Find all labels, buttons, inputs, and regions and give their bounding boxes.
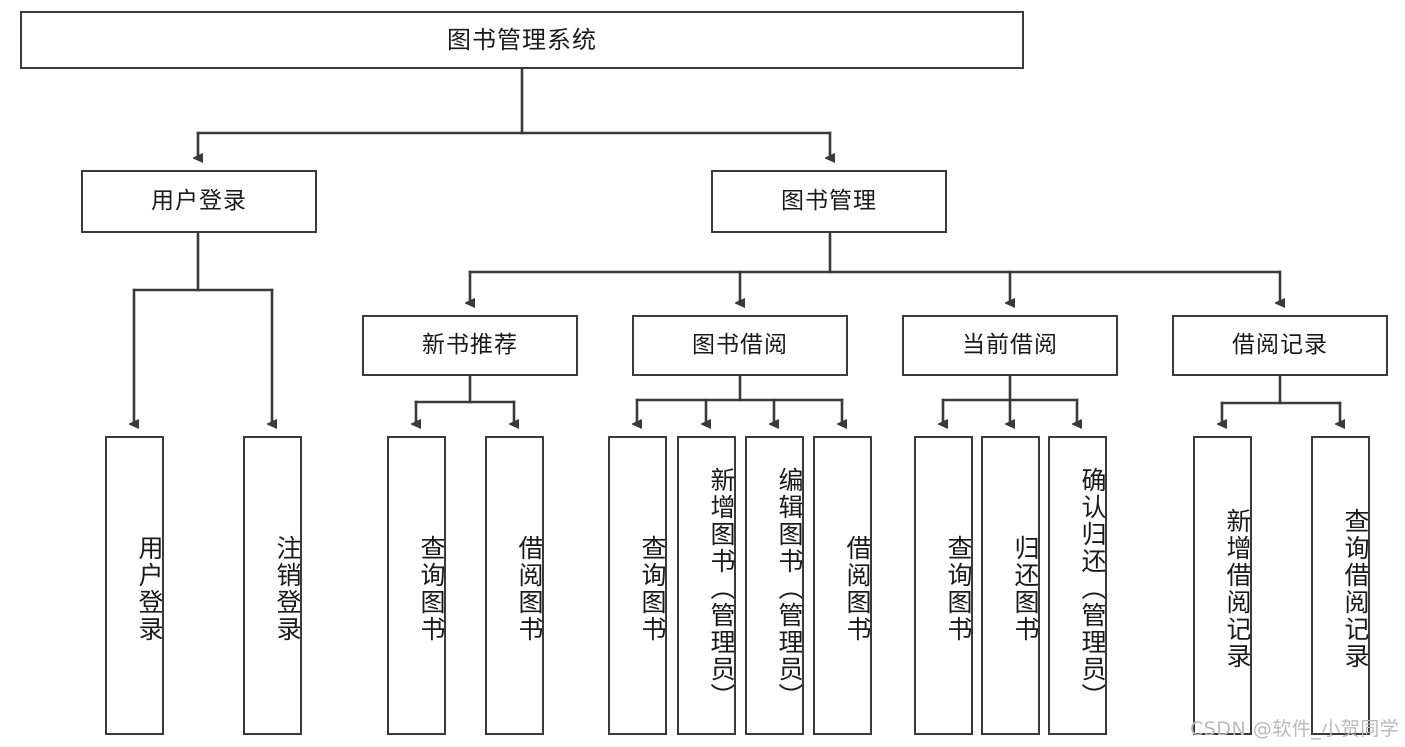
leaf-book-borrow-edit-book-admin[interactable]: 编辑图书（管理员）: [745, 436, 804, 735]
node-book-management[interactable]: 图书管理: [711, 170, 947, 233]
node-label: 查询图书: [944, 534, 973, 643]
node-label: 新增图书（管理员）: [707, 467, 736, 710]
node-label: 借阅记录: [1232, 331, 1328, 358]
leaf-user-login-login[interactable]: 用户登录: [105, 436, 164, 735]
leaf-book-borrow-borrow-book[interactable]: 借阅图书: [813, 436, 872, 735]
node-new-book-recommend[interactable]: 新书推荐: [362, 315, 578, 376]
node-label: 编辑图书（管理员）: [775, 467, 804, 710]
node-label: 图书借阅: [692, 331, 788, 358]
node-label: 借阅图书: [515, 534, 544, 643]
node-book-borrow[interactable]: 图书借阅: [632, 315, 848, 376]
node-root-book-management-system[interactable]: 图书管理系统: [20, 11, 1024, 69]
node-label: 注销登录: [273, 534, 302, 643]
leaf-new-book-query-book[interactable]: 查询图书: [387, 436, 446, 735]
node-label: 图书管理系统: [447, 25, 597, 54]
node-label: 归还图书: [1011, 534, 1040, 643]
leaf-current-borrow-return-book[interactable]: 归还图书: [981, 436, 1040, 735]
node-label: 图书管理: [781, 187, 877, 214]
node-label: 查询图书: [638, 534, 667, 643]
node-label: 当前借阅: [962, 331, 1058, 358]
node-label: 新书推荐: [422, 331, 518, 358]
node-borrow-record[interactable]: 借阅记录: [1172, 315, 1388, 376]
leaf-book-borrow-query-book[interactable]: 查询图书: [608, 436, 667, 735]
watermark-text: CSDN @软件_小贺同学: [1190, 718, 1400, 740]
node-current-borrow[interactable]: 当前借阅: [902, 315, 1118, 376]
node-label: 借阅图书: [843, 534, 872, 643]
node-label: 新增借阅记录: [1223, 507, 1252, 670]
leaf-current-borrow-query-book[interactable]: 查询图书: [914, 436, 973, 735]
node-label: 查询借阅记录: [1341, 507, 1370, 670]
leaf-current-borrow-confirm-return-admin[interactable]: 确认归还（管理员）: [1048, 436, 1107, 735]
node-label: 确认归还（管理员）: [1078, 467, 1107, 710]
node-label: 用户登录: [135, 534, 164, 643]
leaf-book-borrow-add-book-admin[interactable]: 新增图书（管理员）: [677, 436, 736, 735]
node-label: 用户登录: [151, 187, 247, 214]
node-label: 查询图书: [417, 534, 446, 643]
leaf-new-book-borrow-book[interactable]: 借阅图书: [485, 436, 544, 735]
node-user-login[interactable]: 用户登录: [81, 170, 317, 233]
leaf-borrow-record-query-record[interactable]: 查询借阅记录: [1311, 436, 1370, 735]
leaf-user-login-logout[interactable]: 注销登录: [243, 436, 302, 735]
leaf-borrow-record-add-record[interactable]: 新增借阅记录: [1193, 436, 1252, 735]
